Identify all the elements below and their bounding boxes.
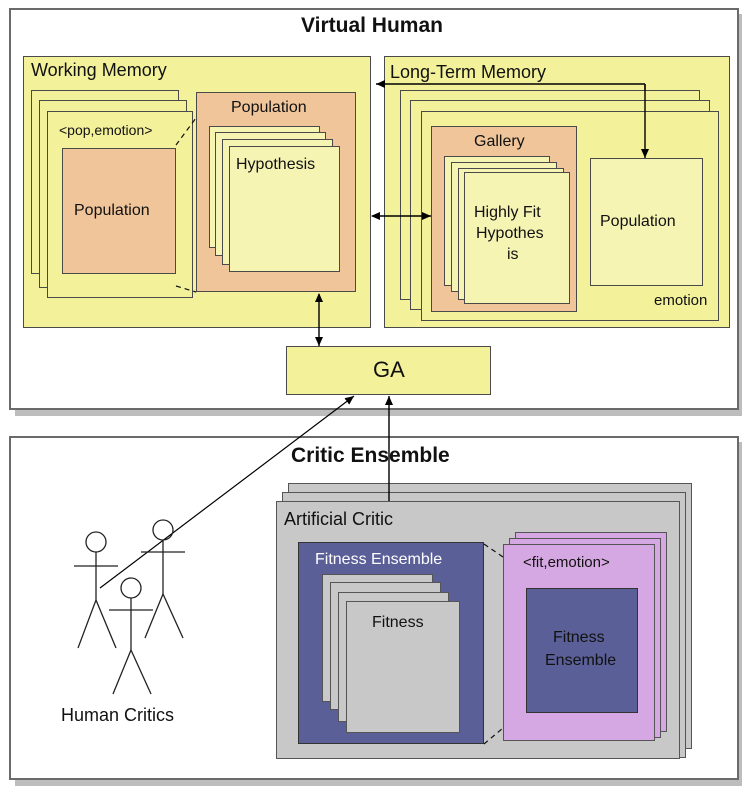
- fitness-ensemble-inner-box: [526, 588, 638, 713]
- human-critic-figure-3: [109, 577, 153, 695]
- fitness-label: Fitness: [372, 614, 424, 631]
- population-stack-title: Population: [231, 99, 307, 116]
- working-memory-title: Working Memory: [31, 60, 167, 80]
- virtual-human-title: Virtual Human: [301, 14, 443, 37]
- fit-emotion-tuple: <fit,emotion>: [523, 554, 610, 571]
- population-box: [62, 148, 176, 274]
- ga-label: GA: [373, 357, 405, 382]
- human-to-ga-arrow: [99, 395, 355, 589]
- fitness-ensemble-title: Fitness Ensemble: [315, 551, 443, 568]
- artificial-critic-title: Artificial Critic: [284, 509, 394, 529]
- critic-ensemble-title: Critic Ensemble: [291, 444, 450, 467]
- dashed-link-fit-emotion-bottom: [483, 727, 504, 745]
- fitness-card: [346, 601, 460, 733]
- fitness-ensemble-inner-line-2: Ensemble: [545, 652, 617, 669]
- human-critic-figure-2: [141, 519, 185, 639]
- dashed-link-fit-emotion-top: [483, 543, 504, 558]
- highly-fit-line-3: is: [507, 246, 519, 263]
- ltm-population-box: [590, 158, 703, 286]
- hypothesis-label: Hypothesis: [236, 156, 316, 173]
- human-critics-label: Human Critics: [61, 705, 175, 725]
- dashed-link-pop-emotion-bottom: [175, 285, 197, 293]
- hypothesis-card: [229, 146, 340, 272]
- highly-fit-line-2: Hypothes: [476, 225, 544, 242]
- fitness-ensemble-inner-line-1: Fitness: [553, 629, 605, 646]
- ltm-to-wm-arrow: [376, 84, 646, 90]
- population-label: Population: [74, 202, 150, 219]
- long-term-memory-title: Long-Term Memory: [390, 62, 547, 82]
- ltm-population-label: Population: [600, 213, 676, 230]
- emotion-label: emotion: [654, 292, 708, 309]
- pop-emotion-tuple: <pop,emotion>: [59, 122, 153, 138]
- dashed-link-pop-emotion-top: [175, 117, 197, 146]
- highly-fit-card: [464, 172, 570, 304]
- ga-box: [286, 346, 491, 395]
- human-critic-figure-1: [74, 531, 118, 649]
- highly-fit-line-1: Highly Fit: [474, 204, 541, 221]
- gallery-title: Gallery: [474, 133, 525, 150]
